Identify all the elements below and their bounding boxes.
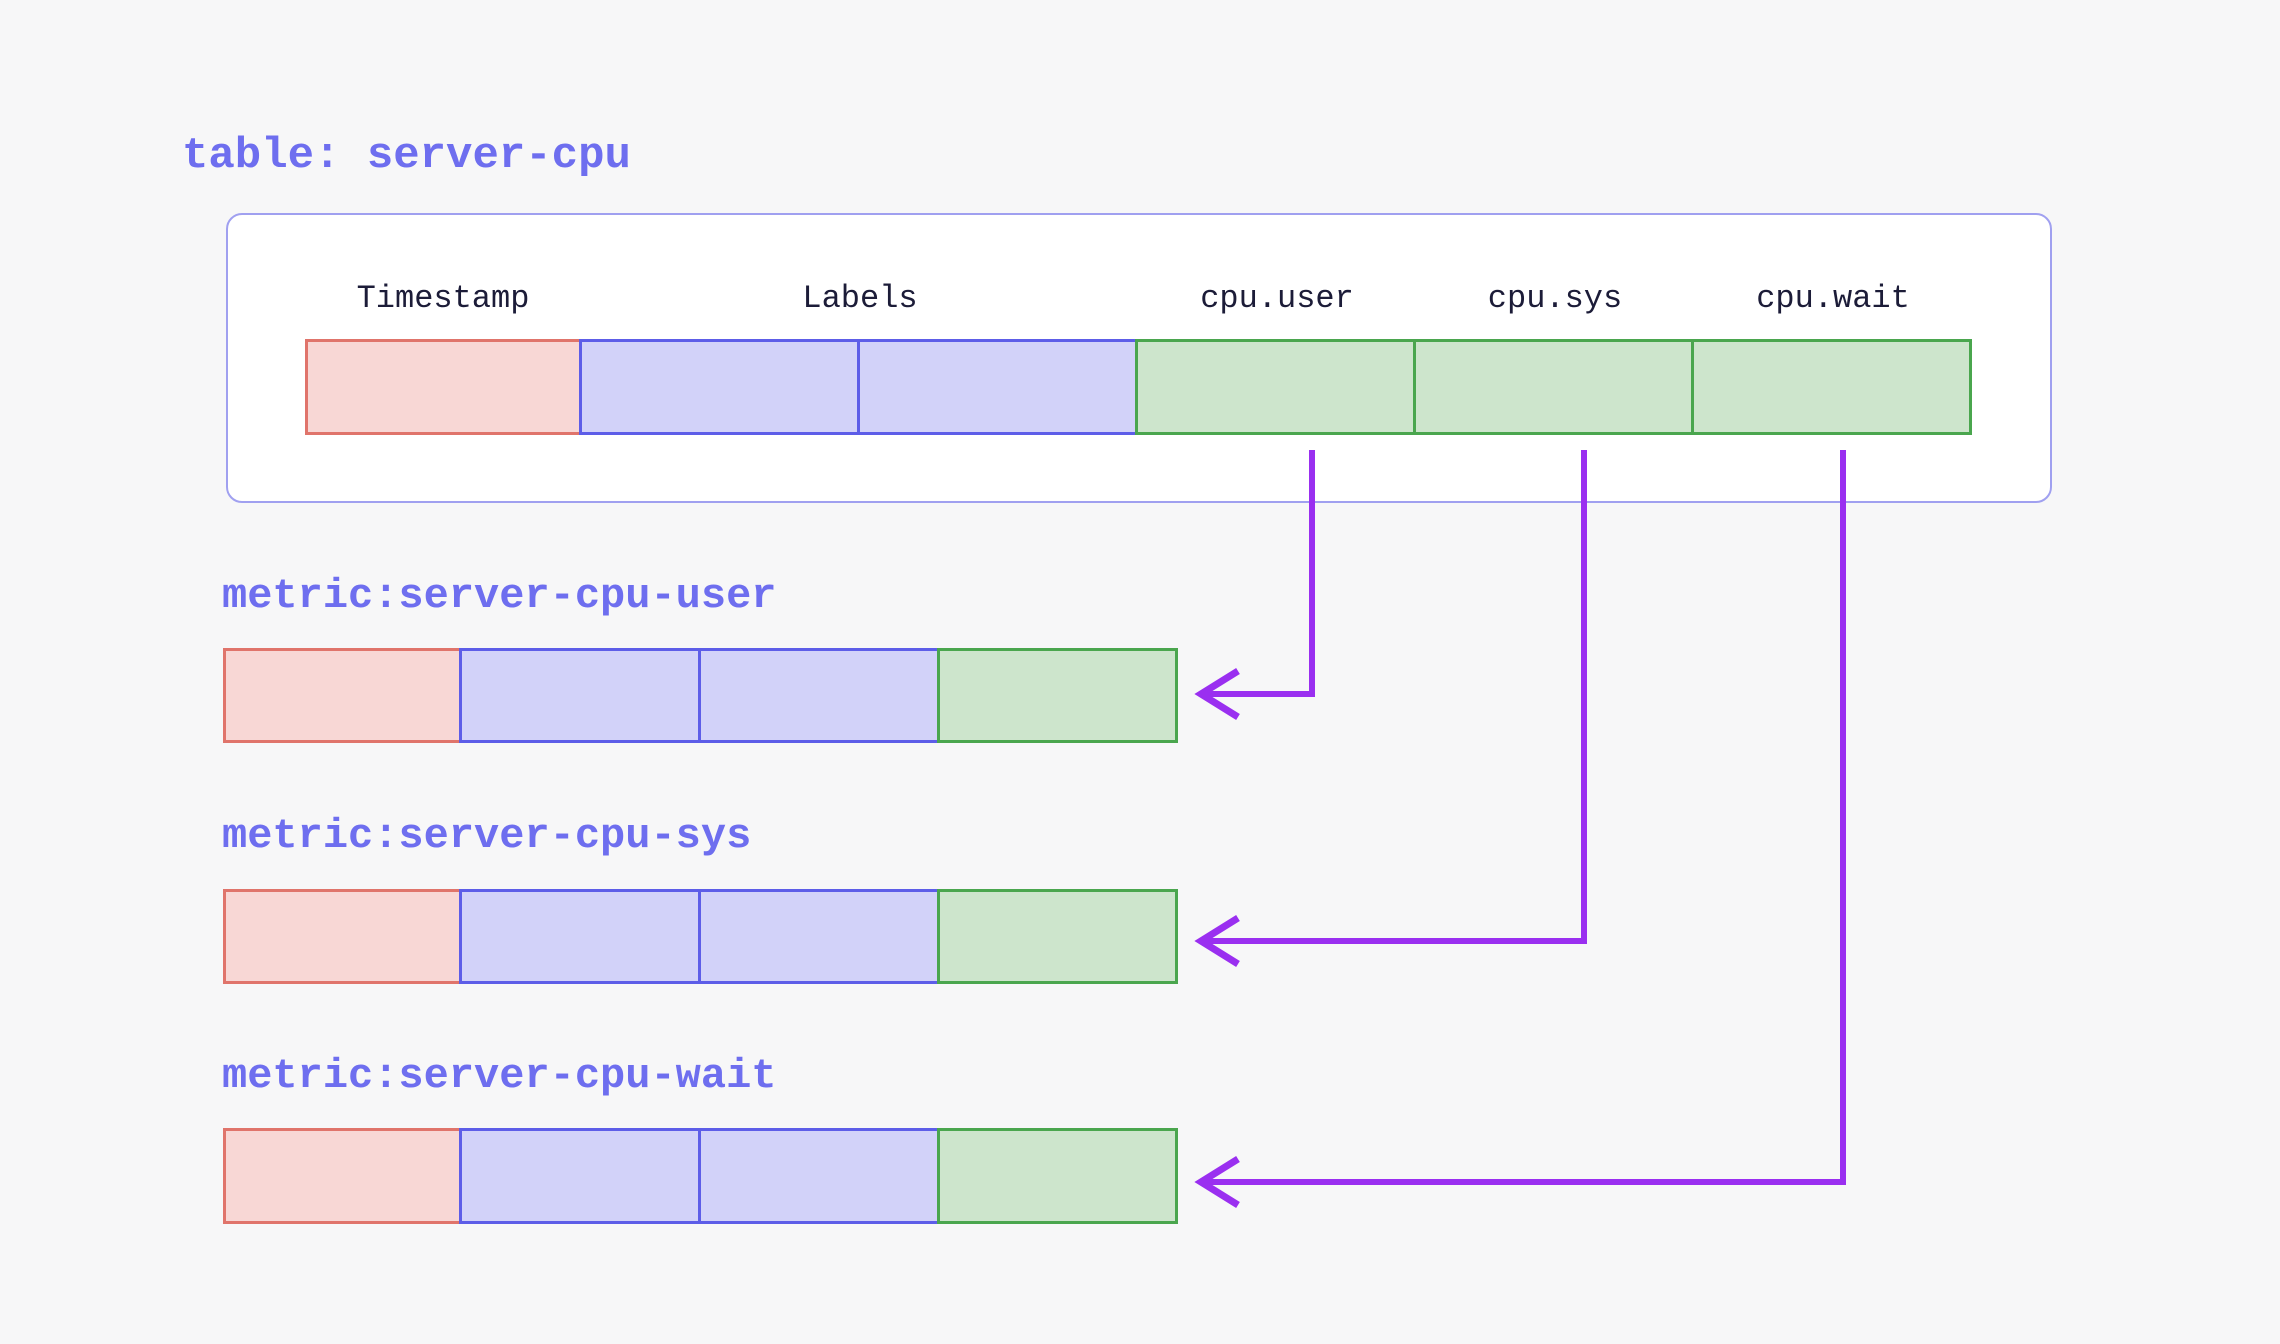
- column-header-timestamp: Timestamp: [356, 280, 530, 317]
- column-header-cpu-user: cpu.user: [1200, 280, 1354, 317]
- table-cpu-user-cell: [1135, 339, 1416, 435]
- metric-user-label-cell: [698, 648, 940, 743]
- arrow-cpu-wait-to-metric: [1194, 450, 1846, 1208]
- metric-sys-label-cell: [698, 889, 940, 984]
- metric-label-sys: metric:server-cpu-sys: [222, 812, 752, 860]
- column-header-labels: Labels: [802, 280, 918, 317]
- metric-user-value-cell: [937, 648, 1178, 743]
- table-cpu-wait-cell: [1691, 339, 1972, 435]
- column-header-cpu-sys: cpu.sys: [1487, 280, 1623, 317]
- column-header-cpu-wait: cpu.wait: [1756, 280, 1910, 317]
- metric-wait-value-cell: [937, 1128, 1178, 1224]
- table-label-cell: [579, 339, 860, 435]
- metric-user-label-cell: [459, 648, 701, 743]
- table-cpu-sys-cell: [1413, 339, 1694, 435]
- metric-label-wait: metric:server-cpu-wait: [222, 1052, 777, 1100]
- table-label-cell: [857, 339, 1138, 435]
- metric-user-timestamp-cell: [223, 648, 462, 743]
- metric-sys-value-cell: [937, 889, 1178, 984]
- metric-sys-timestamp-cell: [223, 889, 462, 984]
- metric-wait-label-cell: [459, 1128, 701, 1224]
- table-title: table: server-cpu: [182, 131, 631, 181]
- metric-wait-timestamp-cell: [223, 1128, 462, 1224]
- table-timestamp-cell: [305, 339, 582, 435]
- metric-wait-label-cell: [698, 1128, 940, 1224]
- metric-label-user: metric:server-cpu-user: [222, 572, 777, 620]
- metric-sys-label-cell: [459, 889, 701, 984]
- arrow-cpu-sys-to-metric: [1194, 450, 1587, 967]
